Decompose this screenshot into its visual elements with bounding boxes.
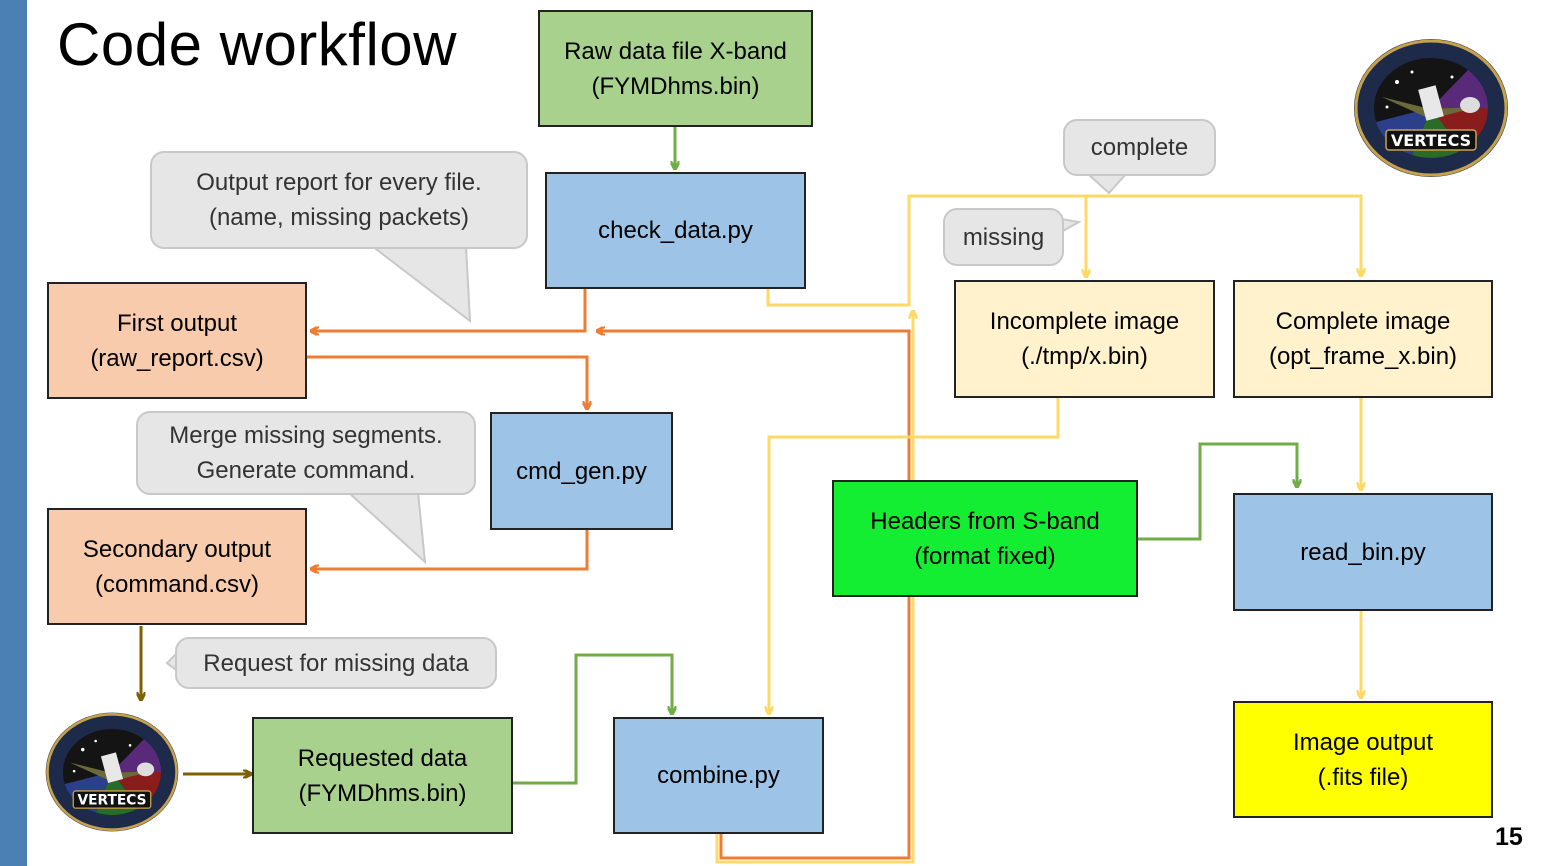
node-line: cmd_gen.py [516,457,647,485]
callout-line: (name, missing packets) [208,204,470,231]
node-incomplete-image: Incomplete image (./tmp/x.bin) [954,280,1215,398]
logo-text: VERTECS [77,793,146,809]
arrow-requested-to-combine [513,653,672,785]
node-line: (.fits file) [1317,763,1409,791]
arrow-check-to-first-output [312,289,587,331]
node-line: check_data.py [598,217,753,244]
node-line: (./tmp/x.bin) [1021,343,1148,370]
node-combine: combine.py [613,717,824,834]
node-complete-image: Complete image (opt_frame_x.bin) [1233,280,1493,398]
node-line: Raw data file X-band [564,37,787,65]
node-line: read_bin.py [1300,538,1426,566]
node-image-output: Image output (.fits file) [1233,701,1493,818]
callout-output-report: Output report for every file. (name, mis… [150,151,528,249]
node-line: Secondary output [82,535,272,563]
node-requested-data: Requested data (FYMDhms.bin) [252,717,513,834]
node-line: Image output [1292,728,1434,756]
node-line: combine.py [657,762,780,789]
node-line: Incomplete image [989,308,1180,335]
node-line: (command.csv) [94,570,260,598]
callout-request-missing: Request for missing data [175,637,497,689]
callout-line: Request for missing data [203,649,469,677]
sidebar-accent-bar [0,0,27,866]
callout-complete: complete [1063,119,1216,176]
node-cmd-gen: cmd_gen.py [490,412,673,530]
node-secondary-output: Secondary output (command.csv) [47,508,307,625]
vertecs-logo-icon: VERTECS [45,712,179,832]
callout-line: Generate command. [196,457,416,484]
callout-line: complete [1090,134,1189,161]
node-read-bin: read_bin.py [1233,493,1493,611]
callout-merge-missing: Merge missing segments. Generate command… [136,411,476,495]
node-line: First output [116,309,238,337]
node-line: (raw_report.csv) [90,344,264,372]
page-title: Code workflow [57,11,457,78]
arrow-incomplete-to-combine [769,398,1060,713]
node-line: (format fixed) [914,542,1056,570]
node-first-output: First output (raw_report.csv) [47,282,307,399]
page-number: 15 [1495,823,1523,851]
node-line: (FYMDhms.bin) [298,779,467,807]
arrow-check-to-split [766,194,1361,307]
node-line: Headers from S-band [870,507,1100,535]
node-headers: Headers from S-band (format fixed) [832,480,1138,597]
callout-line: Merge missing segments. [169,422,443,449]
logo-text: VERTECS [1391,131,1471,150]
node-line: Complete image [1275,308,1451,335]
arrow-combine-loop-to-check [598,331,911,860]
node-line: Requested data [297,744,468,772]
callout-line: Output report for every file. [196,169,482,196]
vertecs-logo-icon: VERTECS [1354,39,1508,177]
node-check-data: check_data.py [545,172,806,289]
arrow-headers-to-readbin [1138,442,1297,541]
node-raw-data: Raw data file X-band (FYMDhms.bin) [538,10,813,127]
callout-line: missing [962,223,1045,251]
callout-missing: missing [943,208,1064,266]
arrow-cmdgen-to-secondary [312,530,589,569]
node-line: (opt_frame_x.bin) [1268,343,1458,370]
node-line: (FYMDhms.bin) [591,72,760,100]
arrow-first-output-to-cmdgen [306,355,587,408]
